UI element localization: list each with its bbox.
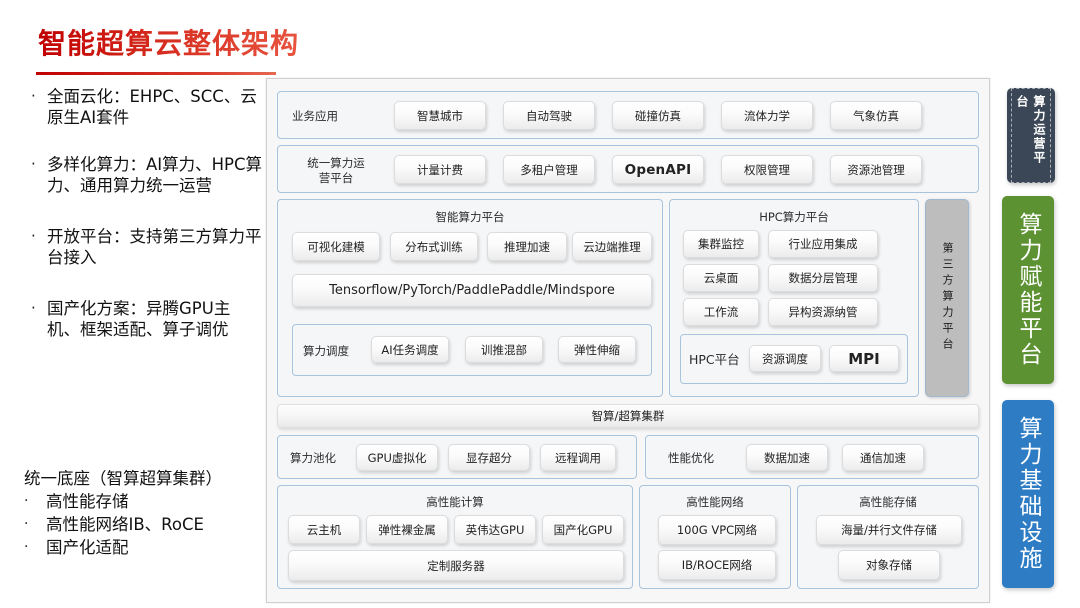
bullet-marker-icon: · <box>31 227 36 245</box>
chip-resource-scheduling[interactable]: 资源调度 <box>749 345 821 372</box>
page-title: 智能超算云整体架构 <box>38 22 299 62</box>
chip-workflow[interactable]: 工作流 <box>683 298 759 326</box>
chip-gpu-virtualization[interactable]: GPU虚拟化 <box>356 444 438 471</box>
chip-cloud-desktop[interactable]: 云桌面 <box>683 264 759 292</box>
category-bar-infrastructure-label: 算力基础设施 <box>1015 416 1041 572</box>
chip-weather-simulation[interactable]: 气象仿真 <box>830 101 922 130</box>
bullet-text: 高性能网络IB、RoCE <box>46 515 204 534</box>
band-hpc-computing-platform: HPC算力平台 集群监控 行业应用集成 云桌面 数据分层管理 工作流 异构资源纳… <box>669 199 919 397</box>
chip-parallel-file-storage[interactable]: 海量/并行文件存储 <box>816 515 962 545</box>
chip-crash-simulation[interactable]: 碰撞仿真 <box>612 101 704 130</box>
unified-base-block: 统一底座（智算超算集群） · 高性能存储 · 高性能网络IB、RoCE · 国产… <box>24 468 274 559</box>
chip-visual-modeling[interactable]: 可视化建模 <box>292 232 380 261</box>
chip-openapi[interactable]: OpenAPI <box>612 155 704 184</box>
unified-base-heading: 统一底座（智算超算集群） <box>24 469 222 488</box>
chip-ib-roce-network[interactable]: IB/ROCE网络 <box>658 550 776 580</box>
chip-object-storage[interactable]: 对象存储 <box>838 550 940 580</box>
bullet-text: 全面云化：EHPC、SCC、云原生AI套件 <box>47 87 257 127</box>
bullet-text: 开放平台：支持第三方算力平台接入 <box>47 227 262 267</box>
chip-communication-acceleration[interactable]: 通信加速 <box>842 444 924 471</box>
band-business-application: 业务应用 智慧城市 自动驾驶 碰撞仿真 流体力学 气象仿真 <box>277 91 979 139</box>
left-bullet-list: · 全面云化：EHPC、SCC、云原生AI套件 · 多样化算力：AI算力、HPC… <box>28 86 263 366</box>
chip-metering-billing[interactable]: 计量计费 <box>394 155 486 184</box>
category-bar-infrastructure[interactable]: 算力基础设施 <box>1002 400 1054 588</box>
list-item: · 国产化方案：异腾GPU主机、框架适配、算子调优 <box>28 298 263 340</box>
bullet-marker-icon: · <box>31 87 36 105</box>
chip-100g-vpc-network[interactable]: 100G VPC网络 <box>658 515 776 545</box>
cluster-bar: 智算/超算集群 <box>277 404 979 428</box>
category-bar-operation-platform[interactable]: 算力运营平台 <box>1007 88 1055 183</box>
band-label-hpc-platform: HPC平台 <box>689 352 740 367</box>
band-high-performance-network: 高性能网络 100G VPC网络 IB/ROCE网络 <box>639 485 791 589</box>
chip-inference-acceleration[interactable]: 推理加速 <box>487 232 567 261</box>
title-ai-platform: 智能算力平台 <box>435 210 505 224</box>
chip-resource-pool-management[interactable]: 资源池管理 <box>830 155 922 184</box>
chip-elastic-scaling[interactable]: 弹性伸缩 <box>558 336 636 363</box>
chip-data-tiering[interactable]: 数据分层管理 <box>768 264 878 292</box>
band-compute-scheduling: 算力调度 AI任务调度 训推混部 弹性伸缩 <box>292 324 652 376</box>
chip-cloud-host[interactable]: 云主机 <box>288 515 360 544</box>
bullet-text: 国产化适配 <box>46 538 129 557</box>
chip-heterogeneous-resource[interactable]: 异构资源纳管 <box>768 298 878 326</box>
band-label-pooling: 算力池化 <box>290 451 336 465</box>
band-performance-optimization: 性能优化 数据加速 通信加速 <box>645 435 979 479</box>
chip-ai-frameworks[interactable]: Tensorflow/PyTorch/PaddlePaddle/Mindspor… <box>292 274 652 307</box>
chip-cluster-monitoring[interactable]: 集群监控 <box>683 230 759 258</box>
third-party-compute-platform[interactable]: 第三方算力平台 <box>925 199 969 397</box>
chip-autonomous-driving[interactable]: 自动驾驶 <box>503 101 595 130</box>
band-label-operation-line1: 统一算力运 <box>307 156 365 170</box>
list-item: · 国产化适配 <box>24 536 274 559</box>
chip-elastic-bare-metal[interactable]: 弹性裸金属 <box>366 515 448 544</box>
bullet-marker-icon: · <box>24 493 29 509</box>
chip-data-acceleration[interactable]: 数据加速 <box>746 444 828 471</box>
chip-cloud-edge-inference[interactable]: 云边端推理 <box>572 232 652 261</box>
list-item: · 高性能网络IB、RoCE <box>24 513 274 536</box>
bullet-marker-icon: · <box>31 155 36 173</box>
band-label-operation: 统一算力运 营平台 <box>288 156 384 186</box>
chip-mpi[interactable]: MPI <box>829 345 899 372</box>
list-item: · 多样化算力：AI算力、HPC算力、通用算力统一运营 <box>28 154 263 196</box>
title-underline <box>36 72 276 75</box>
bullet-marker-icon: · <box>31 299 36 317</box>
list-item: · 全面云化：EHPC、SCC、云原生AI套件 <box>28 86 263 128</box>
title-hpc-platform: HPC算力平台 <box>759 210 829 224</box>
chip-ai-task-scheduling[interactable]: AI任务调度 <box>371 336 449 363</box>
chip-custom-server[interactable]: 定制服务器 <box>288 550 624 581</box>
chip-remote-invocation[interactable]: 远程调用 <box>540 444 616 471</box>
band-high-performance-storage: 高性能存储 海量/并行文件存储 对象存储 <box>797 485 979 589</box>
chip-train-infer-colocation[interactable]: 训推混部 <box>465 336 543 363</box>
list-item: · 高性能存储 <box>24 490 274 513</box>
chip-multi-tenant[interactable]: 多租户管理 <box>503 155 595 184</box>
band-high-performance-computing: 高性能计算 云主机 弹性裸金属 英伟达GPU 国产化GPU 定制服务器 <box>277 485 633 589</box>
title-hpc-storage: 高性能存储 <box>859 495 917 509</box>
bullet-marker-icon: · <box>24 539 29 555</box>
category-bar-enablement-platform[interactable]: 算力赋能平台 <box>1002 196 1054 384</box>
list-item: · 开放平台：支持第三方算力平台接入 <box>28 226 263 268</box>
chip-memory-oversubscription[interactable]: 显存超分 <box>448 444 530 471</box>
bullet-text: 多样化算力：AI算力、HPC算力、通用算力统一运营 <box>47 155 263 195</box>
band-operation-platform: 统一算力运 营平台 计量计费 多租户管理 OpenAPI 权限管理 资源池管理 <box>277 145 979 193</box>
category-bar-enablement-label: 算力赋能平台 <box>1015 212 1041 368</box>
chip-permission-management[interactable]: 权限管理 <box>721 155 813 184</box>
chip-fluid-dynamics[interactable]: 流体力学 <box>721 101 813 130</box>
category-bar-operation-label: 算力运营平台 <box>1011 88 1051 183</box>
chip-smart-city[interactable]: 智慧城市 <box>394 101 486 130</box>
band-hpc-bottom: HPC平台 资源调度 MPI <box>680 334 908 384</box>
bullet-text: 高性能存储 <box>46 492 129 511</box>
band-ai-computing-platform: 智能算力平台 可视化建模 分布式训练 推理加速 云边端推理 Tensorflow… <box>277 199 663 397</box>
bullet-marker-icon: · <box>24 516 29 532</box>
band-compute-pooling: 算力池化 GPU虚拟化 显存超分 远程调用 <box>277 435 637 479</box>
bullet-text: 国产化方案：异腾GPU主机、框架适配、算子调优 <box>47 299 231 339</box>
architecture-panel: 业务应用 智慧城市 自动驾驶 碰撞仿真 流体力学 气象仿真 统一算力运 营平台 … <box>266 78 990 603</box>
chip-nvidia-gpu[interactable]: 英伟达GPU <box>454 515 536 544</box>
band-label-scheduling: 算力调度 <box>303 344 349 358</box>
chip-industry-app-integration[interactable]: 行业应用集成 <box>768 230 878 258</box>
band-label-perf: 性能优化 <box>668 451 714 465</box>
band-label-operation-line2: 营平台 <box>318 171 354 185</box>
chip-distributed-training[interactable]: 分布式训练 <box>390 232 478 261</box>
band-label-business: 业务应用 <box>292 109 338 123</box>
title-hpc-network: 高性能网络 <box>686 495 744 509</box>
chip-domestic-gpu[interactable]: 国产化GPU <box>542 515 624 544</box>
title-hpc-compute: 高性能计算 <box>426 495 484 509</box>
